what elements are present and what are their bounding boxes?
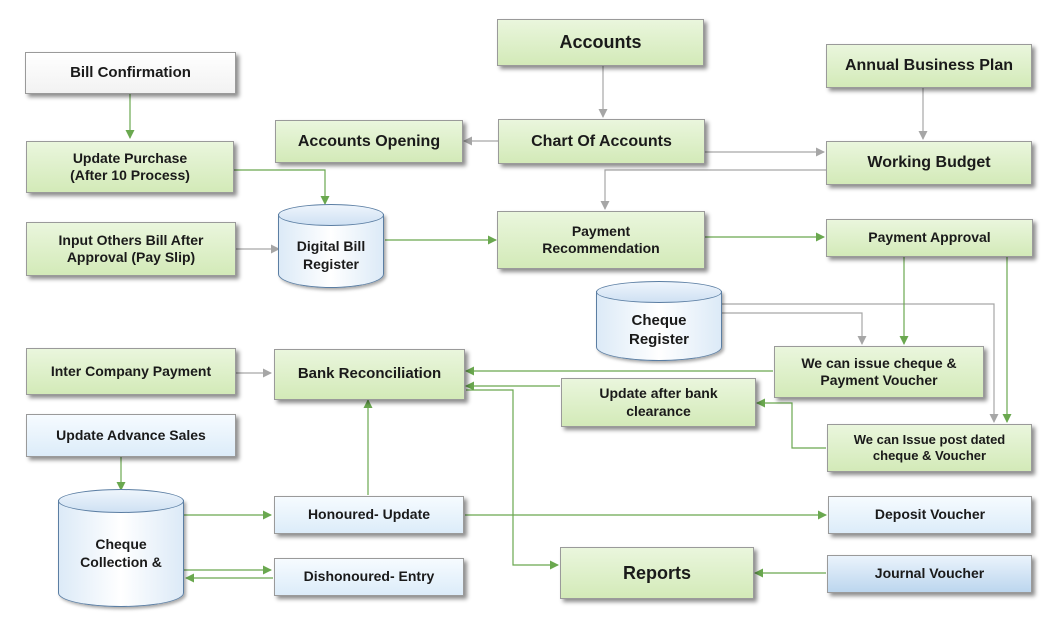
input-others-bill-node: Input Others Bill After Approval (Pay Sl… xyxy=(26,222,236,276)
cheque-register-cylinder-top xyxy=(596,281,722,303)
annual-business-plan-label: Annual Business Plan xyxy=(844,57,1014,74)
journal-voucher-node: Journal Voucher xyxy=(827,555,1032,593)
cheque-collection-cylinder-body xyxy=(58,500,184,607)
cheque-collection-cylinder: Cheque Collection & xyxy=(58,489,184,607)
issue-cheque-label-1: We can issue cheque & xyxy=(801,354,957,371)
honoured-update-node: Honoured- Update xyxy=(274,496,464,534)
deposit-voucher-label: Deposit Voucher xyxy=(874,506,986,523)
cheque-collection-label-2: Collection & xyxy=(80,554,162,570)
chart-of-accounts-label: Chart Of Accounts xyxy=(531,132,672,150)
accounts-opening-node: Accounts Opening xyxy=(275,120,463,163)
digital-bill-label-2: Register xyxy=(302,256,360,272)
cheque-register-label-2: Register xyxy=(628,331,690,348)
digital-bill-register-cylinder: Digital Bill Register xyxy=(278,204,384,288)
inter-company-payment-label: Inter Company Payment xyxy=(50,362,212,379)
arrow-cheque-register-to-issue-cheque xyxy=(722,312,867,345)
dishonoured-entry-label: Dishonoured- Entry xyxy=(303,568,435,585)
bill-confirmation-label: Bill Confirmation xyxy=(70,63,191,81)
update-after-bank-label-2: clearance xyxy=(626,402,691,419)
payment-approval-node: Payment Approval xyxy=(826,219,1033,257)
update-purchase-node: Update Purchase (After 10 Process) xyxy=(26,141,234,193)
cheque-register-cylinder-text: Cheque Register xyxy=(596,305,722,355)
cheque-collection-label-1: Cheque xyxy=(95,535,147,552)
update-after-bank-label-1: Update after bank xyxy=(599,385,718,401)
journal-voucher-label: Journal Voucher xyxy=(874,565,985,582)
cheque-collection-cylinder-text: Cheque Collection & xyxy=(58,525,184,581)
payment-recommendation-label-1: Payment xyxy=(571,222,631,239)
arrow-working-budget-to-payment-recommendation xyxy=(600,169,826,210)
update-purchase-label-1: Update Purchase xyxy=(72,149,188,166)
reports-label: Reports xyxy=(622,562,691,583)
digital-bill-cylinder-body xyxy=(278,214,384,288)
bank-reconciliation-label: Bank Reconciliation xyxy=(297,365,442,383)
accounts-label: Accounts xyxy=(559,32,642,53)
arrow-bank-reconciliation-to-reports xyxy=(466,389,559,570)
update-after-bank-clearance-node: Update after bank clearance xyxy=(561,378,756,427)
post-dated-label-2: cheque & Voucher xyxy=(872,448,987,463)
input-others-label-1: Input Others Bill After xyxy=(58,231,204,248)
issue-cheque-label-2: Payment Voucher xyxy=(820,372,938,388)
payment-approval-label: Payment Approval xyxy=(868,229,991,246)
issue-cheque-payment-voucher-node: We can issue cheque & Payment Voucher xyxy=(774,346,984,398)
chart-of-accounts-node: Chart Of Accounts xyxy=(498,119,705,164)
accounts-opening-label: Accounts Opening xyxy=(297,132,441,150)
digital-bill-label-1: Digital Bill xyxy=(296,237,366,254)
arrow-cheque-register-to-post-dated xyxy=(722,303,999,423)
working-budget-node: Working Budget xyxy=(826,141,1032,185)
payment-recommendation-node: Payment Recommendation xyxy=(497,211,705,269)
cheque-register-cylinder: Cheque Register xyxy=(596,281,722,361)
payment-recommendation-label-2: Recommendation xyxy=(542,240,660,256)
working-budget-label: Working Budget xyxy=(867,154,991,171)
arrow-update-purchase-to-digital-bill xyxy=(234,169,330,205)
input-others-label-2: Approval (Pay Slip) xyxy=(66,249,196,265)
dishonoured-entry-node: Dishonoured- Entry xyxy=(274,558,464,596)
post-dated-label-1: We can Issue post dated xyxy=(853,431,1006,447)
update-advance-sales-node: Update Advance Sales xyxy=(26,414,236,457)
bank-reconciliation-node: Bank Reconciliation xyxy=(274,349,465,400)
honoured-update-label: Honoured- Update xyxy=(307,506,431,523)
accounts-node: Accounts xyxy=(497,19,704,66)
annual-business-plan-node: Annual Business Plan xyxy=(826,44,1032,88)
bill-confirmation-node: Bill Confirmation xyxy=(25,52,236,94)
cheque-collection-cylinder-top xyxy=(58,489,184,513)
post-dated-cheque-voucher-node: We can Issue post dated cheque & Voucher xyxy=(827,424,1032,472)
deposit-voucher-node: Deposit Voucher xyxy=(828,496,1032,534)
digital-bill-cylinder-text: Digital Bill Register xyxy=(278,228,384,282)
update-purchase-label-2: (After 10 Process) xyxy=(70,167,190,183)
reports-node: Reports xyxy=(560,547,754,599)
digital-bill-cylinder-top xyxy=(278,204,384,226)
arrow-post-dated-to-update-after-bank xyxy=(756,398,826,449)
inter-company-payment-node: Inter Company Payment xyxy=(26,348,236,395)
update-advance-sales-label: Update Advance Sales xyxy=(56,426,206,443)
cheque-register-label-1: Cheque xyxy=(631,311,687,329)
